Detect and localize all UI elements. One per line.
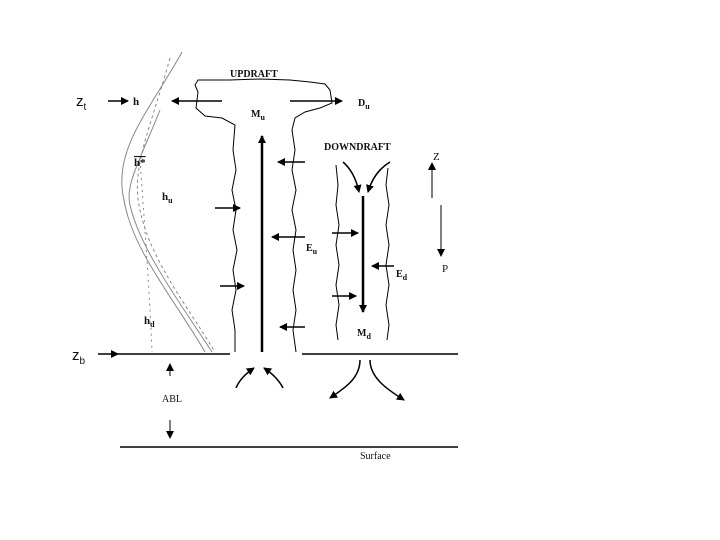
hd-label: hd [144,315,155,329]
h-profile-curve [136,57,216,353]
downdraft-top-arrow-right [366,161,391,193]
downdraft-top-arrow-left [342,161,362,193]
hu-label: hu [162,191,173,205]
abl-label: ABL [162,394,182,405]
updraft-label: UPDRAFT [230,69,278,80]
p-axis-label: P [442,263,448,275]
md-label: Md [357,328,371,341]
eu-label: Eu [306,243,318,256]
downdraft-label: DOWNDRAFT [324,142,391,153]
downdraft-outline-right [385,167,390,341]
updraft-cloud-outline [194,78,333,353]
downdraft-outflow-arrow-right [369,359,405,401]
mu-label: Mu [251,109,265,122]
zt-label: zt [76,93,87,113]
updraft-inflow-arrow-left [235,367,255,389]
h-star-profile-curve [121,51,206,353]
surface-label: Surface [360,451,391,462]
hu-profile-curve [128,109,213,353]
profile-curves [121,51,216,353]
hd-profile-curve [139,159,153,353]
h-label: h [133,96,139,108]
zb-label: zb [72,347,86,367]
z-axis-label: Z [433,151,440,163]
h-star-label: h* [134,157,146,169]
downdraft-outflow-arrow-left [329,359,361,399]
updraft-inflow-arrow-right [263,367,284,389]
downdraft-outline-left [335,164,340,341]
du-label: Du [358,98,370,111]
ed-label: Ed [396,269,408,282]
